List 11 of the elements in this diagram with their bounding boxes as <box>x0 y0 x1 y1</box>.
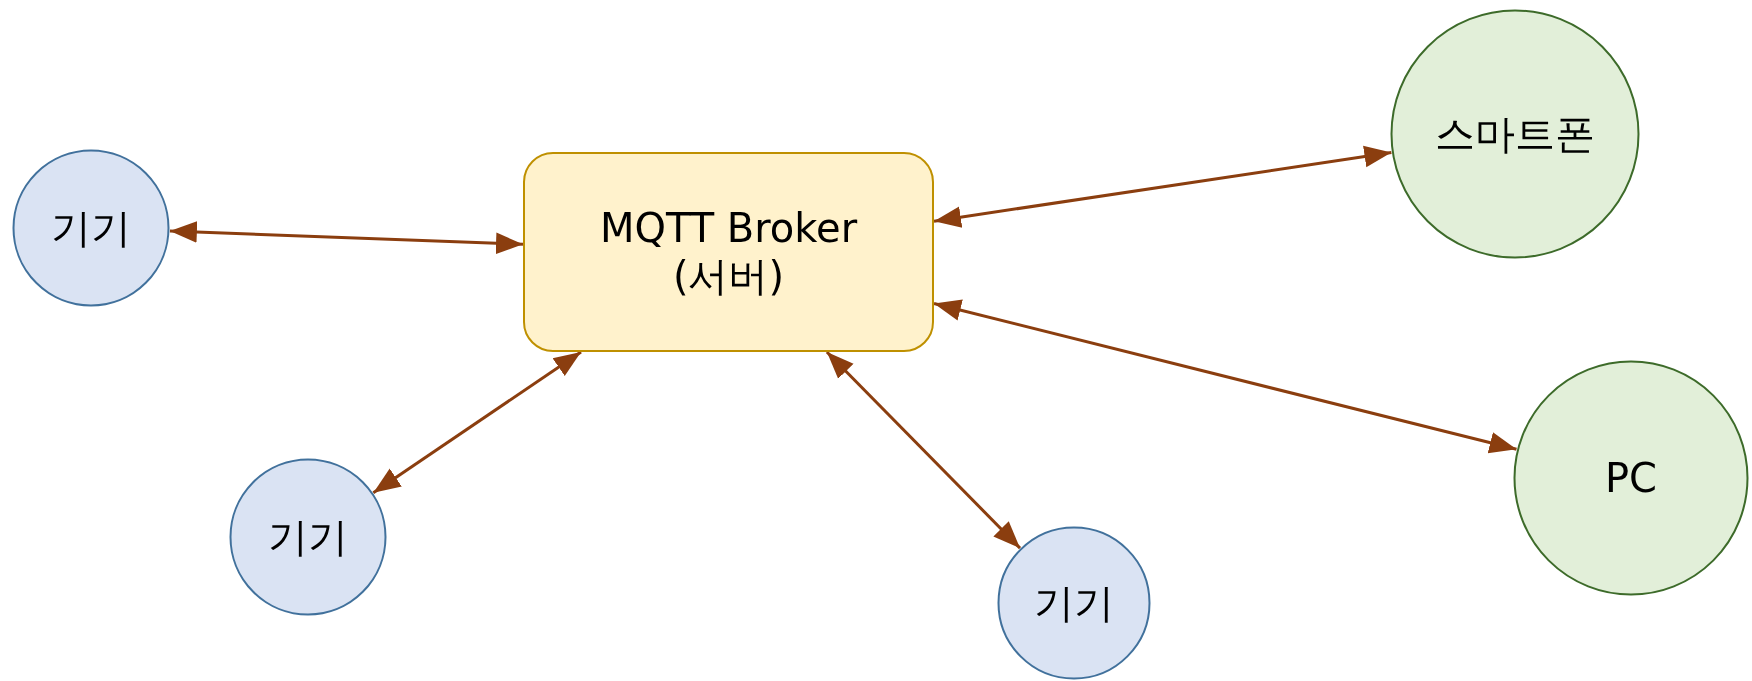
device-circle: 기기 <box>12 149 170 307</box>
pc-circle: PC <box>1513 360 1749 596</box>
arrow <box>825 350 1022 550</box>
broker-box: MQTT Broker (서버) <box>523 152 934 352</box>
device-circle: 기기 <box>997 526 1151 680</box>
arrow <box>933 145 1392 228</box>
arrow <box>933 299 1517 454</box>
smartphone-circle: 스마트폰 <box>1390 9 1640 259</box>
device-circle: 기기 <box>229 458 387 616</box>
arrow <box>372 350 582 494</box>
arrow <box>169 221 524 255</box>
